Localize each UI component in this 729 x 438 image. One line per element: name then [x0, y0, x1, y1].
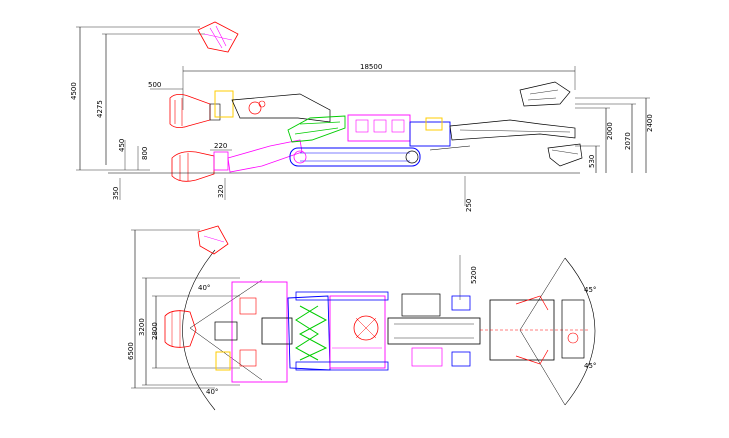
dim-total-height: 4500	[70, 26, 200, 171]
rear-discharge-upper	[519, 81, 571, 107]
crawler-track	[289, 147, 421, 167]
lower-boom-arm	[227, 139, 303, 173]
label-right-2070: 2070	[624, 132, 632, 150]
label-ground-350: 350	[112, 187, 120, 200]
top-view: 40° 40° 45° 45°	[127, 225, 596, 411]
swing-arc-right: 45° 45°	[519, 257, 596, 406]
top-cutting-head-front	[164, 310, 197, 348]
top-cutting-head-upper	[197, 225, 229, 255]
dim-widths: 6500 3200 2800	[127, 229, 240, 389]
top-boom	[261, 317, 293, 345]
label-angle-45-bottom: 45°	[584, 362, 596, 370]
boom-housing	[214, 90, 234, 118]
dim-ground: 350 320	[112, 178, 226, 200]
label-vertical-5200: 5200	[470, 266, 478, 284]
side-view: 4500 4275 18500 500	[70, 21, 654, 212]
label-right-530: 530	[588, 155, 596, 168]
gathering-head	[287, 295, 331, 371]
lower-cutting-head	[171, 151, 229, 182]
label-width-6500: 6500	[127, 342, 135, 360]
boom-arm	[231, 93, 331, 123]
label-length: 18500	[360, 63, 382, 71]
dim-lower-left: 450 800 220	[118, 139, 232, 170]
central-body	[329, 295, 386, 369]
swing-arc-left: 40° 40°	[182, 249, 263, 411]
label-lower-450: 450	[118, 139, 126, 152]
label-angle-40-bottom: 40°	[206, 388, 218, 396]
label-cut-height: 4275	[96, 100, 104, 118]
label-arm-offset: 500	[148, 81, 161, 89]
dim-arm-offset: 500	[148, 81, 183, 90]
dim-length: 18500	[182, 63, 576, 110]
front-frame	[214, 281, 288, 383]
label-width-3200: 3200	[138, 318, 146, 336]
label-angle-40-top: 40°	[198, 284, 210, 292]
label-angle-45-top: 45°	[584, 286, 596, 294]
track-outline	[295, 291, 389, 371]
power-unit	[409, 121, 451, 147]
main-body	[347, 114, 411, 142]
rear-conveyor	[429, 119, 576, 151]
label-lower-800: 800	[141, 147, 149, 160]
dim-rear: 250	[464, 176, 473, 212]
operator-seat	[425, 117, 443, 131]
label-right-2000: 2000	[606, 122, 614, 140]
dim-cut-height: 4275	[96, 33, 205, 165]
label-right-2400: 2400	[646, 114, 654, 132]
label-ground-320: 320	[217, 185, 225, 198]
label-total-height: 4500	[70, 82, 78, 100]
top-rear-unit	[480, 295, 590, 365]
label-rear-250: 250	[465, 199, 473, 212]
label-lower-220: 220	[214, 142, 227, 150]
front-cutting-head	[169, 94, 221, 128]
hydraulic-cylinders	[287, 115, 346, 143]
label-width-2800: 2800	[151, 322, 159, 340]
dim-right: 2400 2070 2000 530	[575, 97, 654, 173]
rear-discharge-lower	[547, 143, 583, 167]
upper-cutting-head	[197, 21, 239, 53]
top-conveyor	[387, 293, 481, 367]
dim-vertical-5200: 5200	[459, 255, 478, 300]
